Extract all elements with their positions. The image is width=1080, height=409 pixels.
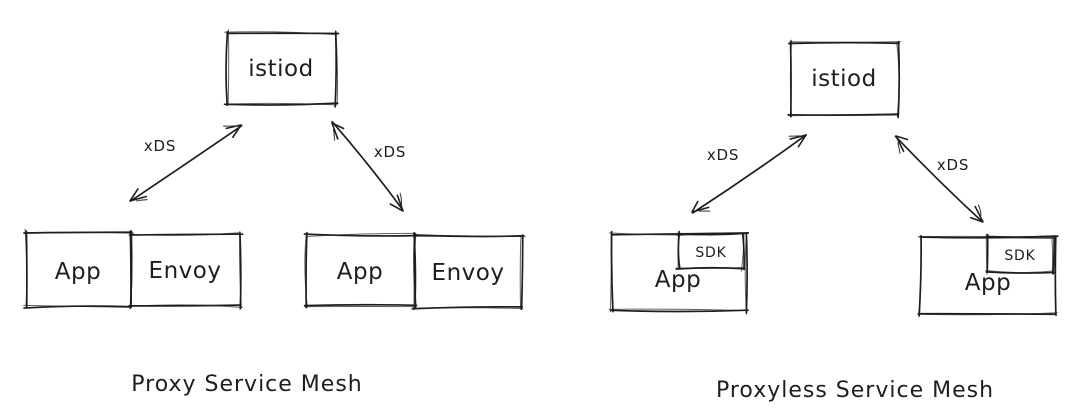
app-label: App [337, 259, 383, 285]
sdk-label: SDK [1004, 248, 1035, 264]
xds-label: xDS [374, 143, 406, 161]
app-label: App [55, 259, 101, 285]
istiod-label: istiod [248, 56, 313, 82]
sdk-label: SDK [695, 245, 726, 261]
envoy-box [128, 230, 244, 310]
app-label: App [965, 270, 1011, 296]
xds-arrow [129, 124, 243, 202]
xds-label: xDS [144, 137, 176, 155]
app-label: App [655, 267, 701, 293]
xds-arrow [894, 135, 984, 223]
envoy-box [411, 232, 526, 311]
xds-arrow [691, 134, 807, 214]
labels-layer: istiod xDS xDS App Envoy App Envoy Proxy… [55, 56, 1035, 403]
xds-arrow [331, 120, 404, 212]
sdk-box [985, 233, 1056, 275]
sdk-box [675, 230, 746, 272]
istiod-label: istiod [811, 66, 876, 92]
diagram-caption: Proxyless Service Mesh [716, 378, 994, 403]
shapes-layer [23, 29, 1059, 317]
istiod-box [787, 39, 902, 119]
envoy-label: Envoy [149, 258, 222, 284]
xds-label: xDS [707, 146, 739, 164]
envoy-label: Envoy [432, 260, 505, 286]
istiod-box [223, 29, 340, 108]
diagram-caption: Proxy Service Mesh [131, 372, 362, 397]
xds-label: xDS [937, 156, 969, 174]
